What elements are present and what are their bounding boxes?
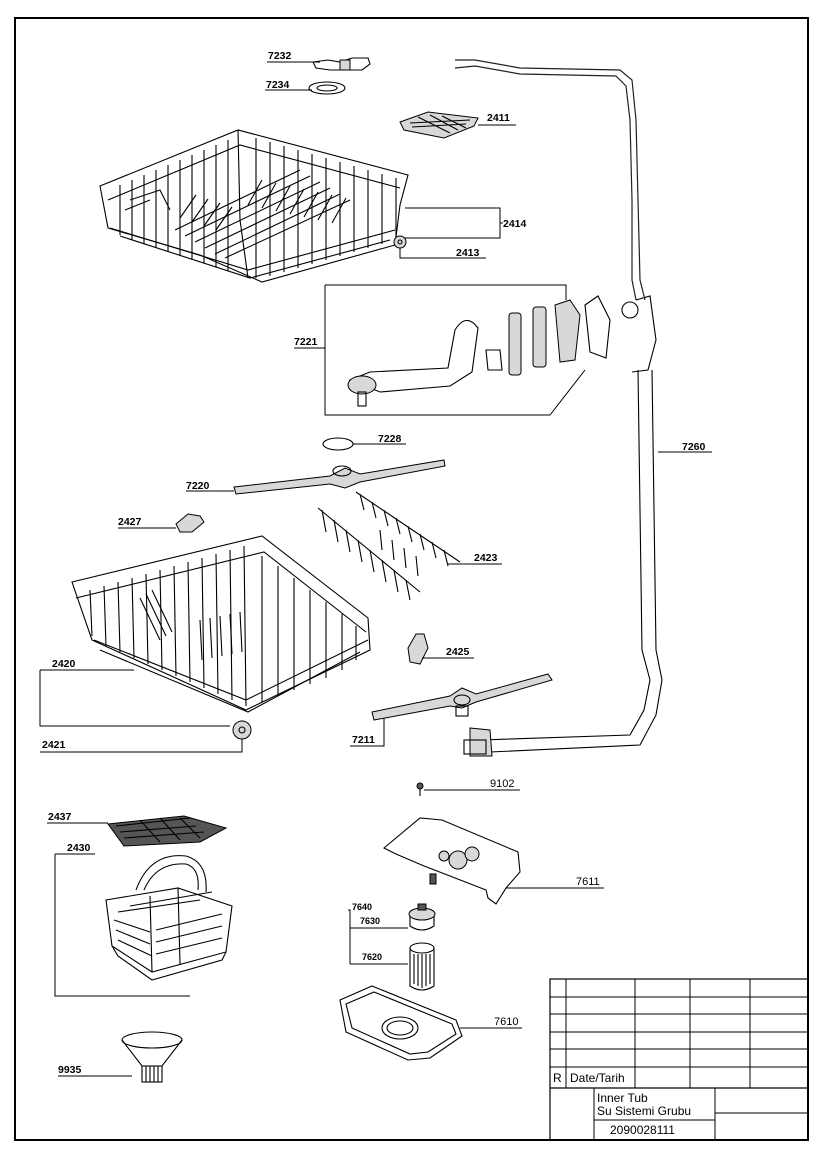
part-7260-water-pipe <box>454 59 663 757</box>
part-7220-middle-spray-arm <box>233 459 446 495</box>
part-2413-roller <box>393 235 407 249</box>
label-7232: 7232 <box>268 50 292 62</box>
label-7220: 7220 <box>186 480 210 492</box>
label-9102: 9102 <box>490 778 514 790</box>
drawing-number: 2090028111 <box>610 1123 675 1137</box>
label-7234: 7234 <box>266 79 290 91</box>
drawing-title-line2: Su Sistemi Grubu <box>597 1104 691 1118</box>
date-label: Date/Tarih <box>570 1071 625 1085</box>
label-2413: 2413 <box>456 247 480 259</box>
label-2425: 2425 <box>446 646 470 658</box>
label-7228: 7228 <box>378 433 402 445</box>
drawing-frame <box>14 17 809 1141</box>
part-2430-cutlery-basket <box>105 855 233 981</box>
part-7610-main-filter <box>339 985 463 1061</box>
part-9935-funnel <box>121 1031 183 1083</box>
part-2421-wheel <box>232 720 252 740</box>
label-7610: 7610 <box>494 1016 518 1028</box>
title-block: R Date/Tarih Inner Tub Su Sistemi Grubu … <box>549 978 809 1141</box>
part-7630-filter-cap <box>408 903 436 931</box>
part-2420-lower-basket <box>71 535 371 713</box>
part-2423-tine-rows <box>317 491 461 601</box>
part-2427-clip <box>175 513 205 533</box>
part-7234-gasket <box>308 81 346 95</box>
label-2427: 2427 <box>118 516 142 528</box>
label-7620: 7620 <box>362 952 382 962</box>
part-7211-lower-spray-arm <box>371 673 553 721</box>
label-2411: 2411 <box>487 112 510 124</box>
drawing-title-line1: Inner Tub <box>597 1091 648 1105</box>
revision-label: R <box>553 1071 562 1085</box>
label-2421: 2421 <box>42 739 66 751</box>
part-7221-upper-spray-arm <box>347 295 611 407</box>
label-7611: 7611 <box>576 876 600 888</box>
label-7211: 7211 <box>352 734 375 746</box>
label-2437: 2437 <box>48 811 72 823</box>
part-7620-micro-filter <box>409 942 435 991</box>
part-7611-filter-plate <box>383 817 521 905</box>
part-2437-basket-lid <box>107 815 228 847</box>
label-7630: 7630 <box>360 916 380 926</box>
label-2420: 2420 <box>52 658 76 670</box>
label-7221: 7221 <box>294 336 318 348</box>
part-7232-clip <box>312 57 371 71</box>
part-7228-ring <box>322 437 354 451</box>
part-9102-screw <box>416 782 424 796</box>
label-9935: 9935 <box>58 1064 82 1076</box>
label-2430: 2430 <box>67 842 91 854</box>
label-7260: 7260 <box>682 441 706 453</box>
label-2423: 2423 <box>474 552 498 564</box>
part-upper-basket <box>99 129 409 283</box>
part-2411-cup-shelf <box>399 111 479 139</box>
label-2414: 2414 <box>503 218 527 230</box>
label-7640: 7640 <box>352 902 372 912</box>
part-2425-clip <box>407 633 429 665</box>
